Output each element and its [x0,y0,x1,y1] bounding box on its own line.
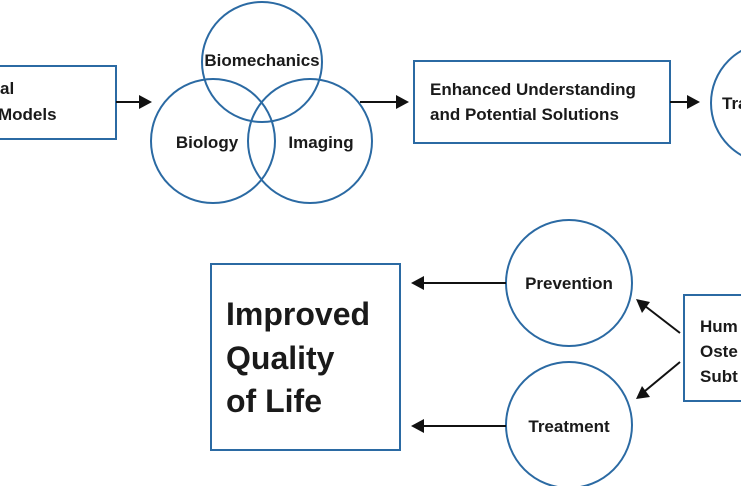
models-line-1: al [0,79,14,98]
translation-node: Tra [710,49,741,157]
arrow-models-to-venn [116,95,152,109]
arrow-human-to-prevention [636,299,681,334]
human-line-2: Oste [700,342,738,361]
models-node: al Models [0,65,117,140]
human-line-3: Subt [700,367,738,386]
quality-line-3: of Life [226,383,322,419]
biomechanics-label: Biomechanics [204,51,319,70]
biology-circle [150,78,276,204]
quality-line-2: Quality [226,340,335,376]
arrow-understanding-to-translation [670,95,700,109]
arrow-venn-to-understanding [360,95,409,109]
models-line-2: Models [0,105,57,124]
treatment-label: Treatment [528,417,610,436]
imaging-circle [247,78,373,204]
prevention-label: Prevention [525,274,613,293]
translation-label: Tra [722,94,741,113]
venn-diagram: Biomechanics Biology Imaging [150,1,373,204]
understanding-box [413,60,671,144]
human-box [683,294,741,402]
quality-line-1: Improved [226,296,370,332]
imaging-label: Imaging [288,133,353,152]
biomechanics-circle [201,1,323,123]
models-box [0,65,117,140]
quality-box [210,263,401,451]
treatment-node: Treatment [505,361,633,486]
understanding-node: Enhanced Understanding and Potential Sol… [413,60,671,144]
arrow-human-to-treatment [636,361,681,399]
understanding-line-1: Enhanced Understanding [430,80,636,99]
understanding-line-2: and Potential Solutions [430,105,619,124]
translation-circle [710,49,741,157]
human-node: Hum Oste Subt [683,294,741,402]
quality-node: Improved Quality of Life [210,263,401,451]
prevention-node: Prevention [505,219,633,347]
arrow-prevention-to-quality [411,276,506,290]
biology-label: Biology [176,133,239,152]
human-line-1: Hum [700,317,738,336]
arrow-treatment-to-quality [411,419,506,433]
